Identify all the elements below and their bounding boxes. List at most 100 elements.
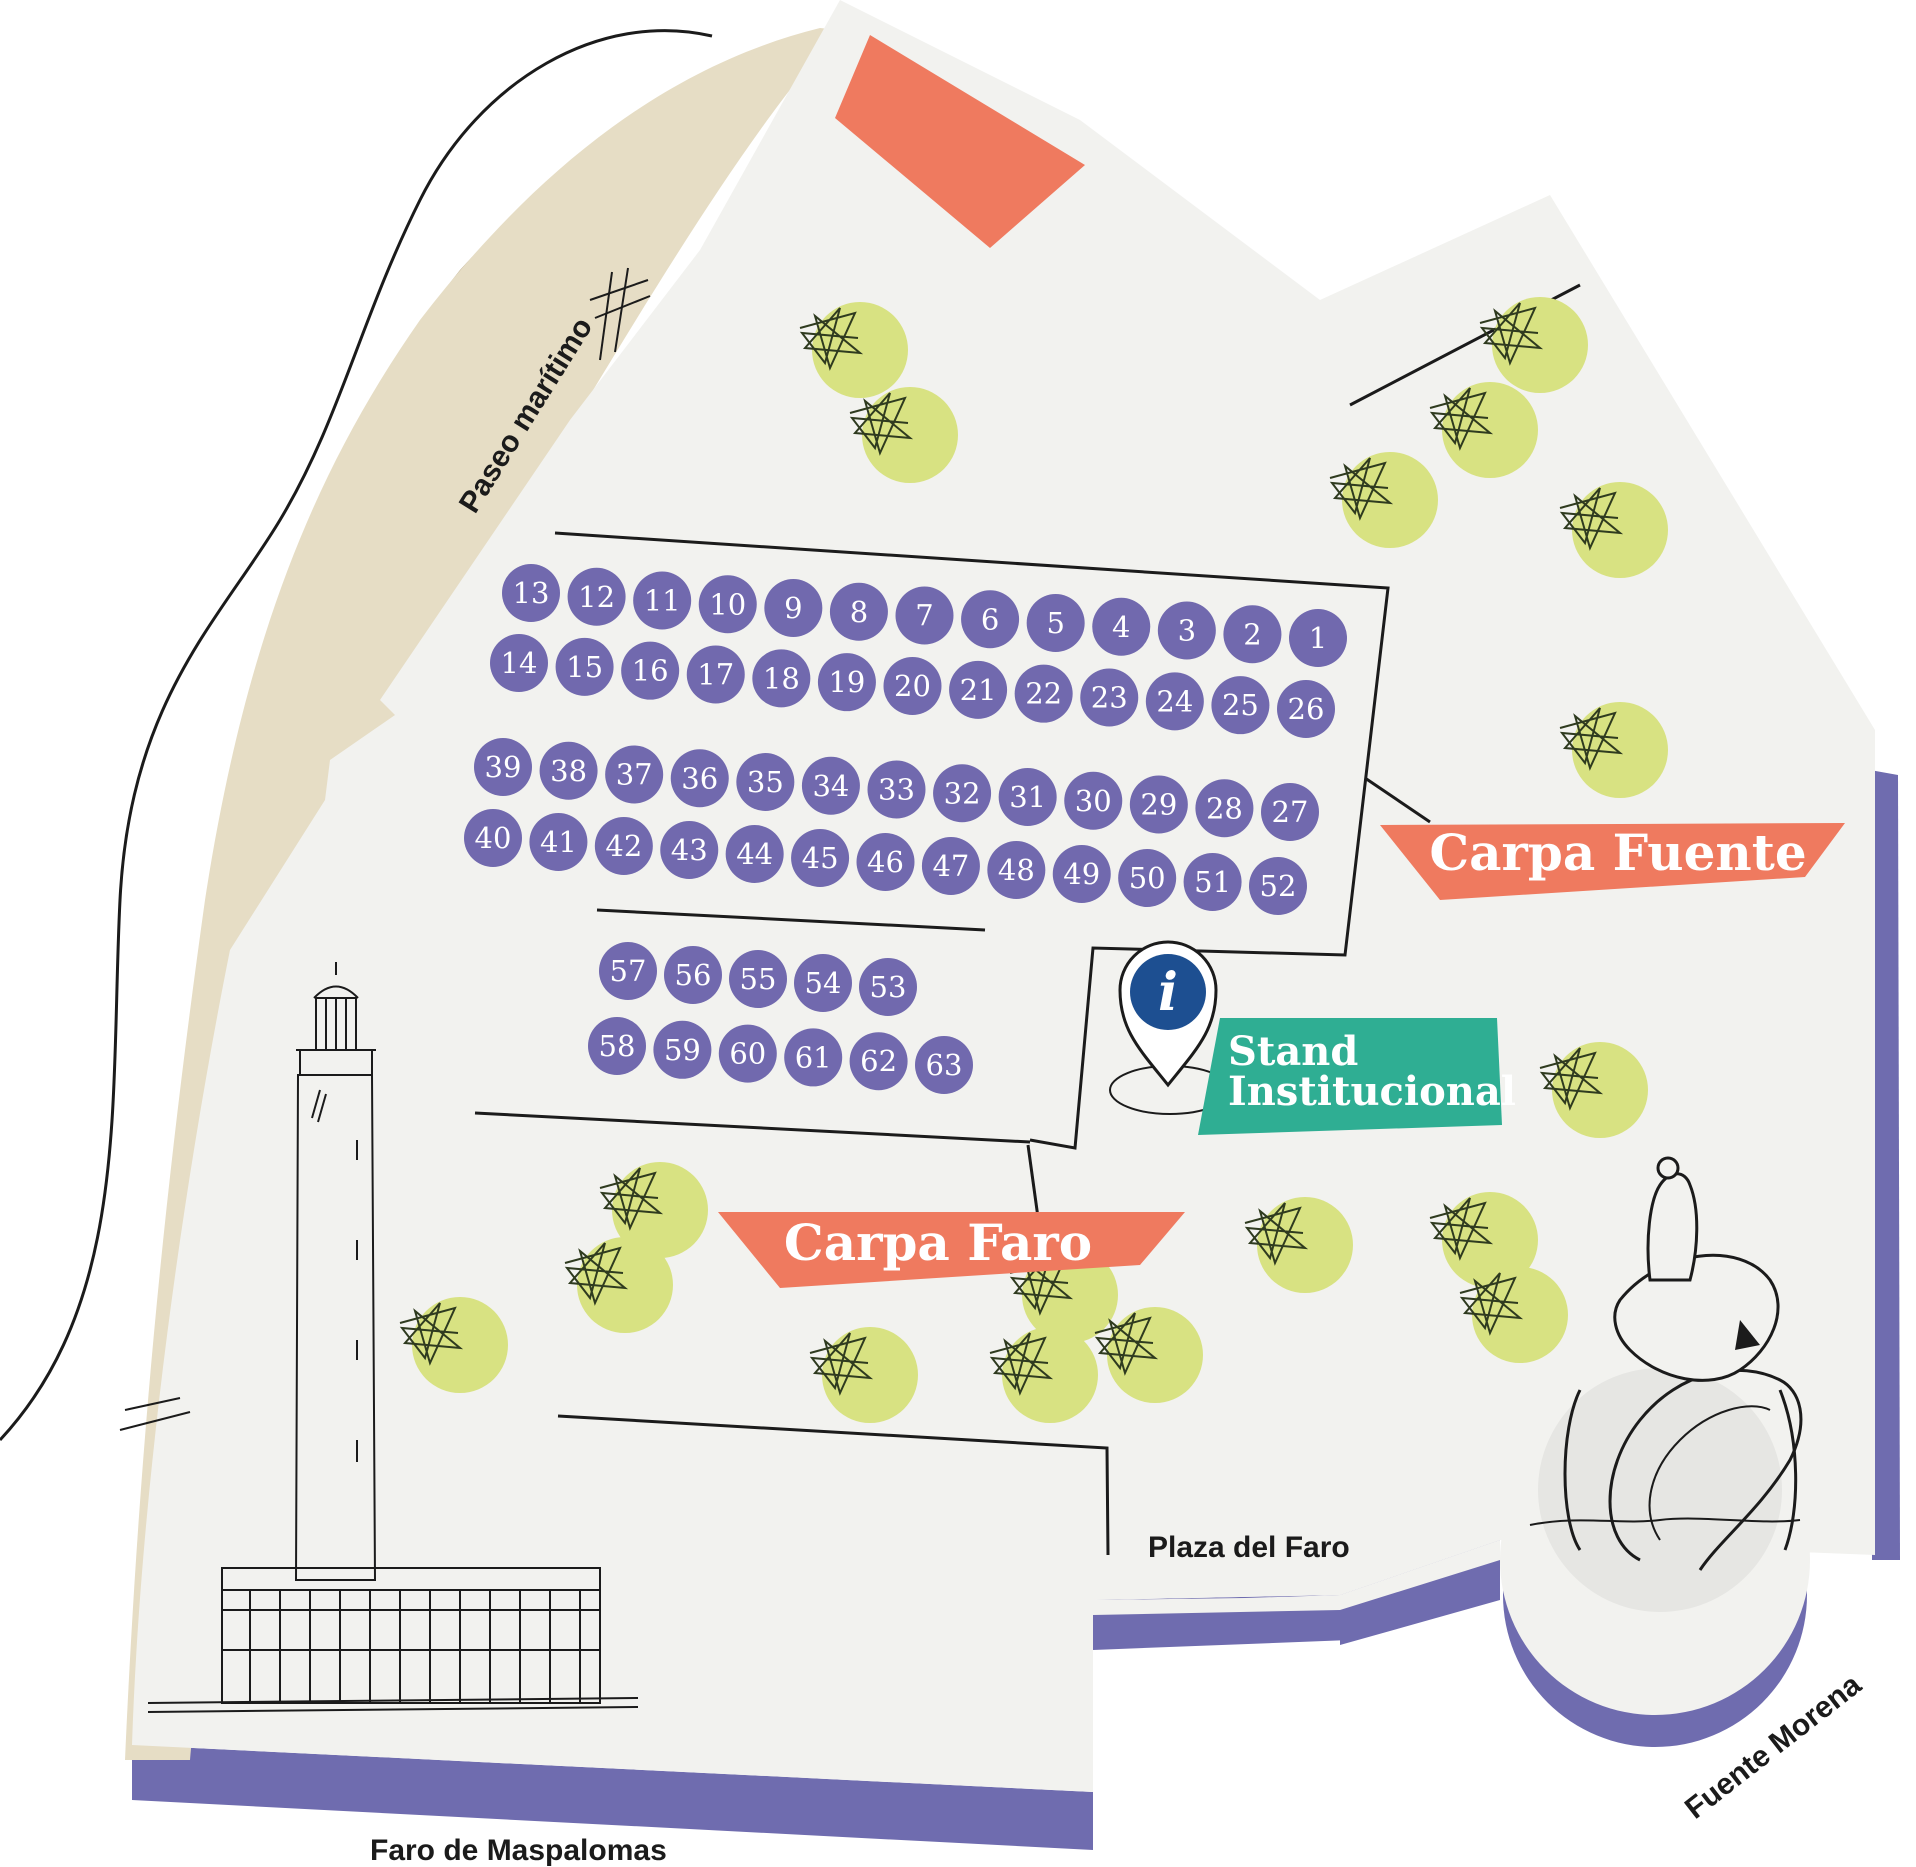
carpa-faro-text: Carpa Faro <box>784 1213 1092 1272</box>
carpa-fuente-label[interactable]: Carpa Fuente <box>1380 823 1845 900</box>
stand-marker[interactable]: 29 <box>1129 775 1188 834</box>
tree-icon <box>1459 1267 1568 1363</box>
label-plaza-del-faro: Plaza del Faro <box>1148 1531 1350 1564</box>
stand-marker[interactable]: 26 <box>1277 680 1335 738</box>
stand-marker[interactable]: 6 <box>961 590 1020 649</box>
stage-area <box>835 35 1085 248</box>
stand-marker[interactable]: 42 <box>594 817 653 875</box>
stand-marker[interactable]: 33 <box>867 760 926 819</box>
stand-marker[interactable]: 41 <box>529 813 588 871</box>
tree-icon <box>1094 1307 1203 1403</box>
stand-marker[interactable]: 34 <box>801 756 860 815</box>
stand-marker[interactable]: 14 <box>490 634 548 692</box>
stand-marker[interactable]: 16 <box>621 641 680 700</box>
stand-number: 39 <box>485 750 522 784</box>
stand-marker[interactable]: 44 <box>725 825 784 883</box>
stand-number: 46 <box>867 845 904 879</box>
stand-number: 34 <box>812 769 849 803</box>
stand-marker[interactable]: 36 <box>670 749 729 808</box>
info-label-line1: Stand <box>1228 1028 1358 1075</box>
stand-marker[interactable]: 61 <box>784 1028 843 1087</box>
stand-marker[interactable]: 62 <box>849 1032 908 1091</box>
stand-marker[interactable]: 19 <box>817 653 876 712</box>
stand-marker[interactable]: 27 <box>1261 783 1319 841</box>
stand-marker[interactable]: 39 <box>474 738 532 796</box>
stand-marker[interactable]: 28 <box>1195 779 1254 838</box>
stand-number: 16 <box>632 654 669 688</box>
stand-marker[interactable]: 37 <box>605 745 664 804</box>
stand-marker[interactable]: 48 <box>987 841 1046 899</box>
stand-marker[interactable]: 55 <box>729 950 787 1008</box>
stand-number: 6 <box>981 602 999 636</box>
info-pin-icon[interactable]: i <box>1109 940 1231 1115</box>
tree-icon <box>1244 1197 1353 1293</box>
stand-marker[interactable]: 20 <box>883 657 942 715</box>
stand-marker[interactable]: 23 <box>1080 668 1139 727</box>
stand-number: 42 <box>605 829 642 863</box>
stand-marker[interactable]: 11 <box>633 571 692 630</box>
stand-marker[interactable]: 58 <box>588 1017 646 1075</box>
stand-marker[interactable]: 5 <box>1026 594 1085 652</box>
stand-number: 11 <box>644 584 681 618</box>
stand-marker[interactable]: 22 <box>1014 664 1073 723</box>
stand-marker[interactable]: 18 <box>752 649 811 708</box>
stand-number: 21 <box>960 673 997 707</box>
stand-marker[interactable]: 8 <box>829 582 888 641</box>
stand-number: 47 <box>932 849 969 883</box>
stand-number: 2 <box>1243 617 1261 651</box>
stand-number: 23 <box>1091 681 1128 715</box>
stand-marker[interactable]: 24 <box>1145 672 1204 731</box>
stand-number: 1 <box>1309 621 1327 655</box>
stand-marker[interactable]: 12 <box>567 567 626 626</box>
tree-icon <box>399 1297 508 1393</box>
stand-number: 53 <box>870 970 907 1004</box>
stand-marker[interactable]: 47 <box>921 837 980 895</box>
stand-marker[interactable]: 53 <box>859 958 917 1016</box>
stand-marker[interactable]: 49 <box>1052 845 1111 903</box>
stand-marker[interactable]: 1 <box>1289 609 1347 667</box>
stand-number: 25 <box>1222 688 1259 722</box>
stand-number: 19 <box>828 665 865 699</box>
carpa-faro-label[interactable]: Carpa Faro <box>718 1212 1185 1288</box>
stand-marker[interactable]: 10 <box>698 575 757 634</box>
stand-number: 43 <box>671 833 708 867</box>
stand-marker[interactable]: 43 <box>660 821 719 879</box>
tree-icon <box>849 387 958 483</box>
stand-marker[interactable]: 9 <box>764 579 823 637</box>
stand-marker[interactable]: 60 <box>718 1024 777 1083</box>
stand-marker[interactable]: 30 <box>1064 771 1123 830</box>
stand-marker[interactable]: 45 <box>791 829 850 887</box>
stand-number: 3 <box>1178 614 1196 648</box>
stand-marker[interactable]: 21 <box>949 660 1008 719</box>
stand-marker[interactable]: 54 <box>794 954 852 1012</box>
svg-text:i: i <box>1158 962 1178 1023</box>
stand-number: 32 <box>944 776 981 810</box>
stand-marker[interactable]: 4 <box>1092 597 1151 656</box>
hatch-marks <box>119 267 651 1431</box>
stand-marker[interactable]: 46 <box>856 833 915 891</box>
stand-marker[interactable]: 2 <box>1223 605 1282 664</box>
stand-number: 4 <box>1112 610 1130 644</box>
stand-marker[interactable]: 40 <box>464 809 522 867</box>
stand-marker[interactable]: 25 <box>1211 676 1270 735</box>
stand-marker[interactable]: 52 <box>1249 857 1307 915</box>
stand-marker[interactable]: 59 <box>653 1020 712 1079</box>
stand-marker[interactable]: 50 <box>1118 849 1177 907</box>
stand-marker[interactable]: 51 <box>1183 853 1242 911</box>
stand-marker[interactable]: 7 <box>895 586 954 645</box>
stand-marker[interactable]: 57 <box>599 942 657 1000</box>
lighthouse-illustration <box>147 962 639 1713</box>
stand-number: 55 <box>740 962 777 996</box>
walkway-lines <box>474 283 1581 1556</box>
stand-marker[interactable]: 56 <box>664 946 722 1004</box>
stand-marker[interactable]: 3 <box>1157 601 1216 660</box>
stand-marker[interactable]: 31 <box>998 768 1057 826</box>
stand-marker[interactable]: 15 <box>555 637 614 696</box>
stand-marker[interactable]: 63 <box>915 1036 973 1094</box>
stand-marker[interactable]: 38 <box>539 741 598 800</box>
stand-marker[interactable]: 32 <box>933 764 992 823</box>
stand-marker[interactable]: 13 <box>502 564 560 622</box>
stand-marker[interactable]: 17 <box>686 645 745 704</box>
stand-marker[interactable]: 35 <box>736 753 795 811</box>
